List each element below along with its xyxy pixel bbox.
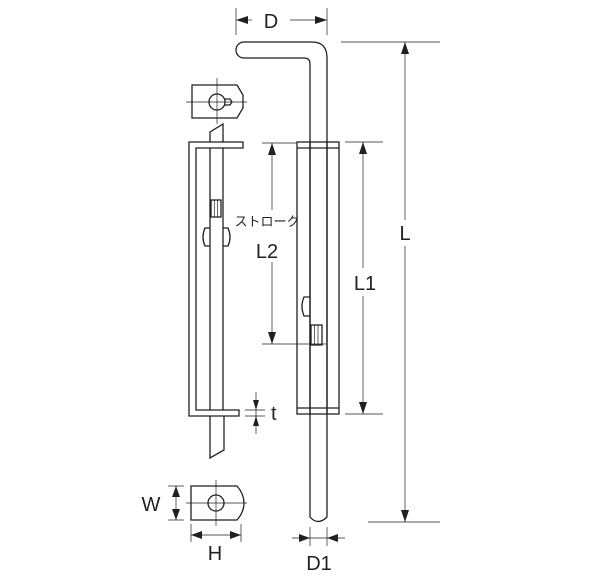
bolt-rod (235, 41, 328, 523)
dimension-t (245, 392, 265, 434)
label-l2: L2 (256, 241, 278, 263)
bottom-plate-view (186, 480, 247, 526)
label-stroke: ストローク (234, 215, 299, 230)
dimension-l1 (345, 141, 383, 415)
label-w: W (142, 494, 161, 516)
dimension-d (235, 8, 328, 35)
dimension-d1 (292, 527, 345, 546)
label-d: D (264, 11, 278, 33)
bolt-housing (296, 141, 340, 415)
dimension-w (168, 485, 184, 521)
label-t: t (271, 403, 277, 425)
label-d1: D1 (306, 553, 332, 575)
dimension-h (190, 524, 242, 542)
dimension-l2 (262, 142, 326, 345)
label-l: L (399, 223, 410, 245)
label-h: H (208, 543, 222, 565)
side-view (188, 122, 244, 460)
label-l1: L1 (354, 273, 376, 295)
top-section-view (186, 78, 247, 124)
dimension-l (341, 41, 440, 523)
